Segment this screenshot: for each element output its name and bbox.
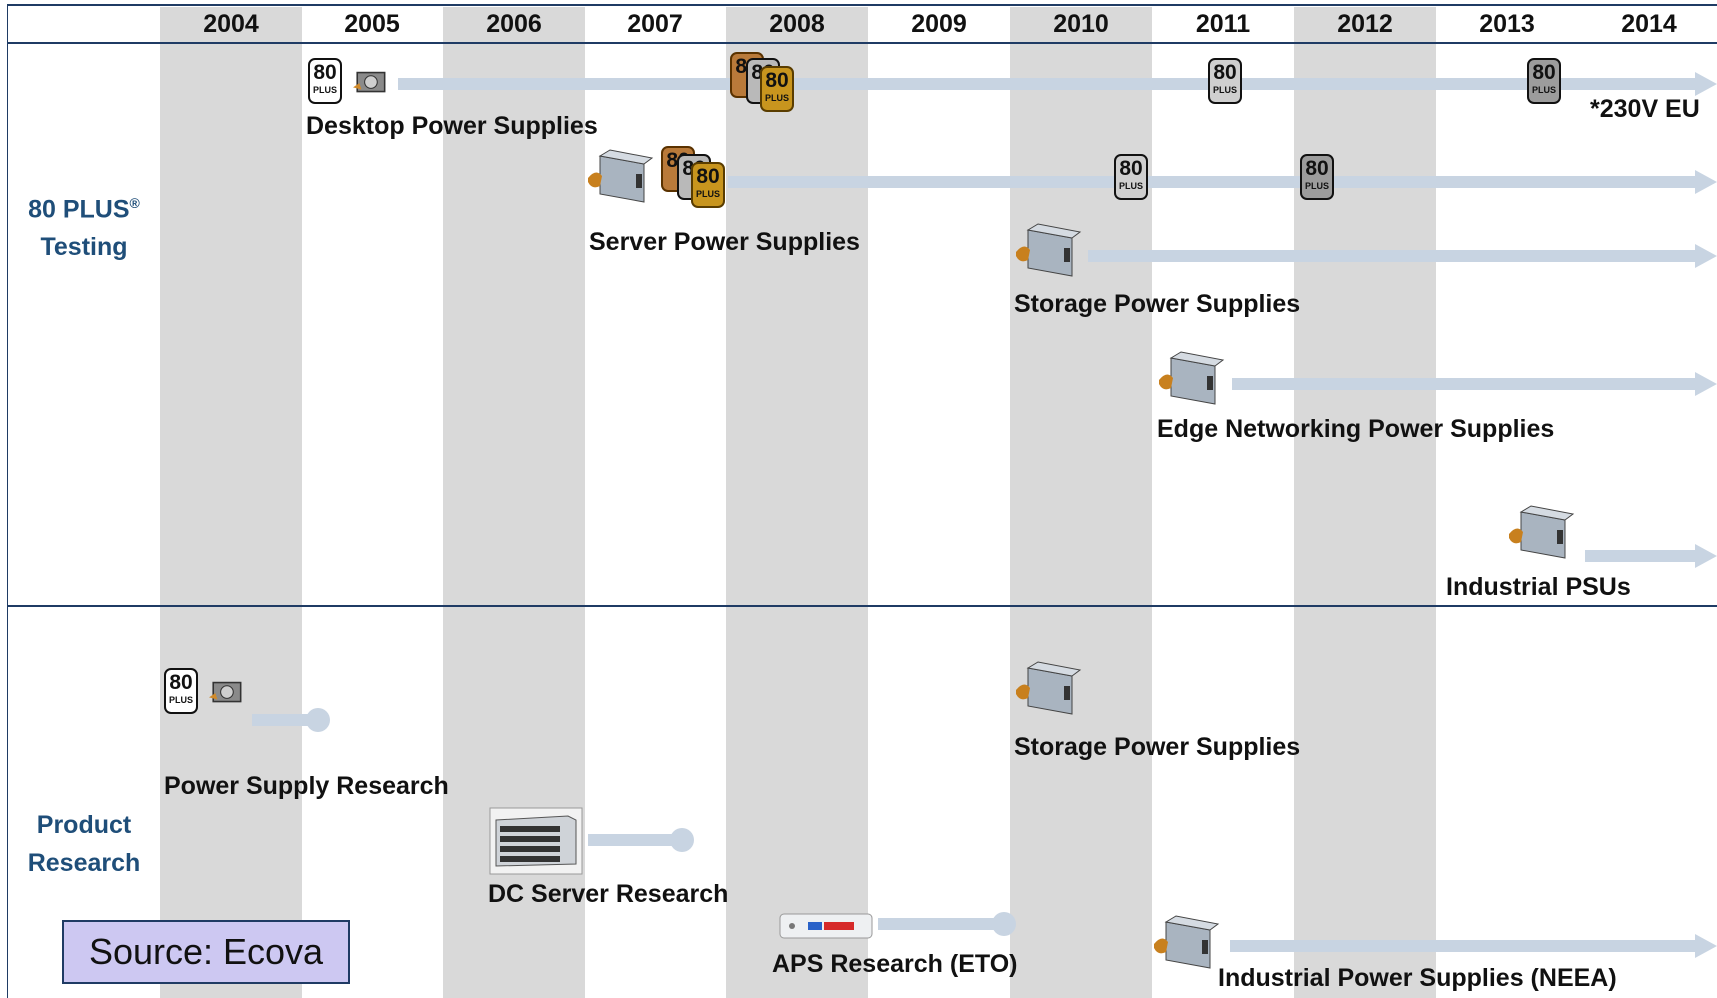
year-header-2010: 2010 [1053, 10, 1109, 38]
header-rule [7, 42, 1717, 44]
year-header-2011: 2011 [1195, 10, 1251, 38]
year-header-2014: 2014 [1621, 10, 1677, 38]
server-arrowhead [1695, 170, 1717, 194]
desktop-psu-icon [209, 681, 242, 703]
server-psu-icon [588, 149, 654, 203]
230v-eu-note: *230V EU [1590, 95, 1700, 123]
year-header-2004: 2004 [203, 10, 259, 38]
year-header-2007: 2007 [627, 10, 683, 38]
server-timeline-bar [728, 176, 1695, 188]
year-header-2012: 2012 [1337, 10, 1393, 38]
source-box: Source: Ecova [62, 920, 350, 984]
desktop-power-supplies-label: Desktop Power Supplies [306, 112, 598, 140]
year-stripe-2008 [726, 7, 868, 998]
section-label-research-line1: Product [36, 811, 132, 839]
storage-arrowhead [1695, 244, 1717, 268]
neea-timeline-bar [1230, 940, 1695, 952]
server-power-supplies-label: Server Power Supplies [589, 228, 860, 256]
section-label-testing: 80 PLUS® Testing [12, 184, 156, 266]
storage-power-supplies-label: Storage Power Supplies [1014, 290, 1301, 318]
storage-research-label: Storage Power Supplies [1014, 733, 1301, 761]
edge-timeline-bar [1232, 378, 1695, 390]
year-stripe-2004 [160, 7, 302, 998]
section-label-research: Product Research [12, 806, 156, 882]
industrial-arrowhead [1695, 544, 1717, 568]
section-label-testing-line1: 80 PLUS [28, 195, 130, 224]
year-header-2009: 2009 [911, 10, 967, 38]
storage-psu-icon [1016, 223, 1082, 277]
top-border [7, 4, 1717, 6]
storage-timeline-bar [1088, 250, 1695, 262]
power-strip-icon [779, 913, 873, 939]
industrial-psus-label: Industrial PSUs [1446, 573, 1631, 601]
neea-research-label: Industrial Power Supplies (NEEA) [1218, 964, 1617, 992]
aps-research-endcap [992, 912, 1016, 936]
power-supply-research-bar [252, 714, 320, 726]
industrial-psu-icon [1509, 505, 1575, 559]
left-border [7, 5, 8, 998]
industrial-psu-icon [1154, 915, 1220, 969]
industrial-timeline-bar [1585, 550, 1695, 562]
section-label-research-line2: Research [27, 849, 141, 877]
dc-server-research-endcap [670, 828, 694, 852]
dc-server-research-bar [588, 834, 684, 846]
section-divider [7, 605, 1717, 607]
year-header-2005: 2005 [344, 10, 400, 38]
power-supply-research-endcap [306, 708, 330, 732]
desktop-psu-icon [353, 71, 386, 93]
dc-server-icon [489, 807, 583, 875]
storage-psu-icon [1016, 661, 1082, 715]
desktop-timeline-bar [398, 78, 1695, 90]
desktop-arrowhead [1695, 72, 1717, 96]
power-supply-research-label: Power Supply Research [164, 772, 449, 800]
year-header-2006: 2006 [486, 10, 542, 38]
edge-networking-label: Edge Networking Power Supplies [1157, 415, 1555, 443]
year-header-2008: 2008 [769, 10, 825, 38]
edge-arrowhead [1695, 372, 1717, 396]
edge-psu-icon [1159, 351, 1225, 405]
section-label-testing-line2: Testing [40, 233, 128, 262]
aps-research-bar [878, 918, 1002, 930]
dc-server-research-label: DC Server Research [488, 880, 729, 908]
registered-mark: ® [129, 195, 140, 211]
year-header-2013: 2013 [1479, 10, 1535, 38]
neea-arrowhead [1695, 934, 1717, 958]
aps-research-label: APS Research (ETO) [772, 950, 1018, 978]
